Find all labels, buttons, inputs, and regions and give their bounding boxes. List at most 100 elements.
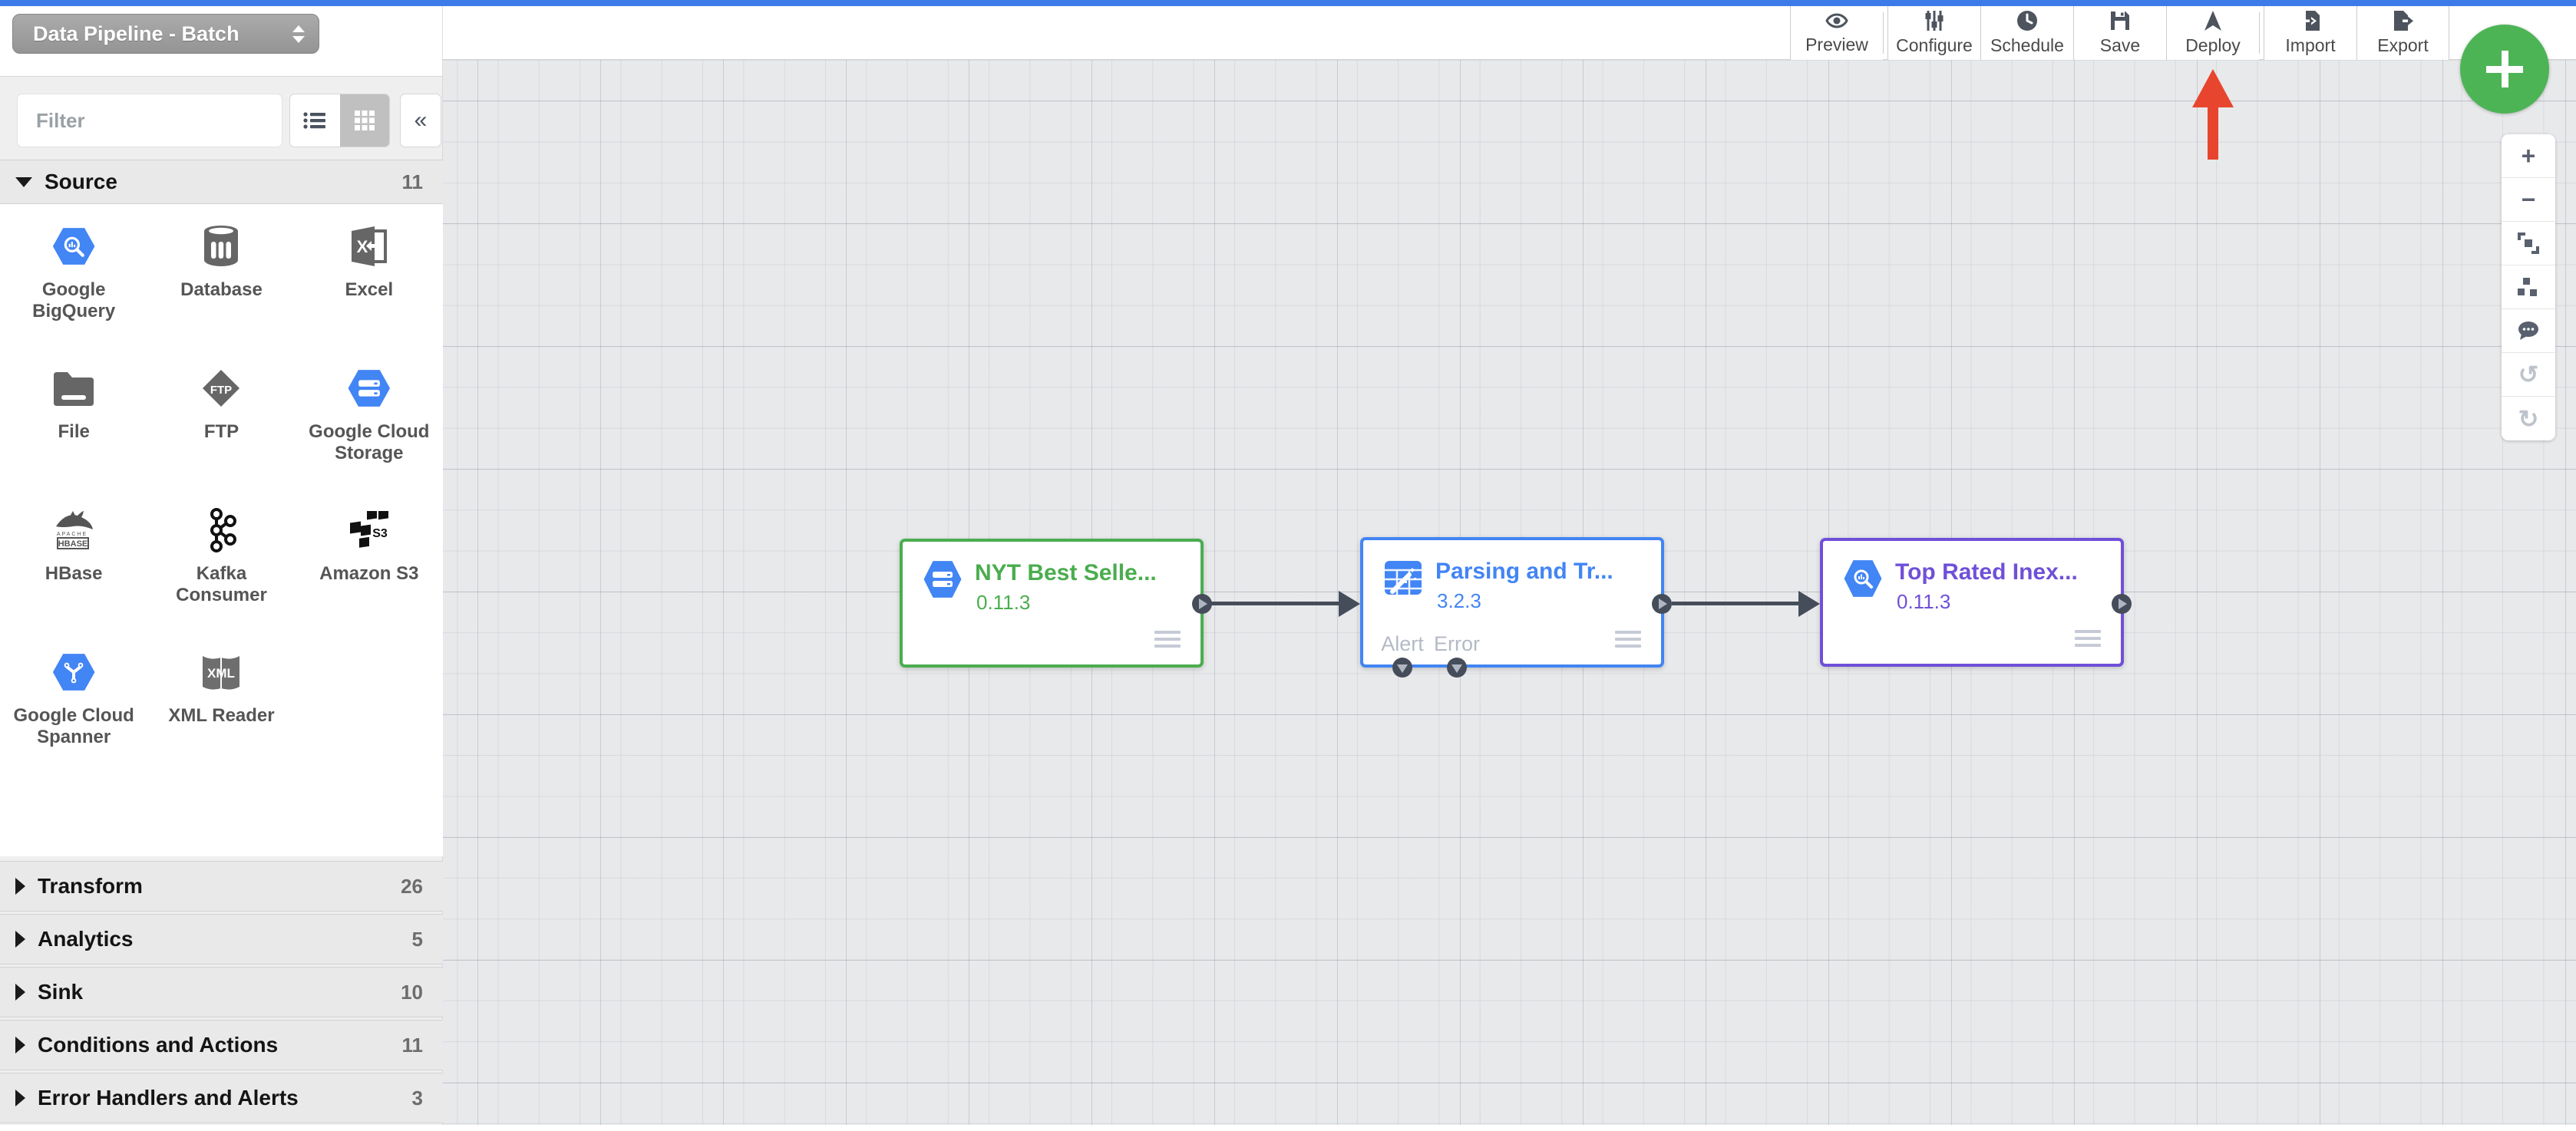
comment-button[interactable] [2502,309,2555,353]
zoom-in-button[interactable]: + [2502,134,2555,178]
svg-text:S3: S3 [372,527,388,540]
filter-input[interactable] [17,94,282,147]
align-nodes-button[interactable] [2502,265,2555,309]
cloud-spanner-icon [51,650,96,694]
pipeline-type-dropdown[interactable]: Data Pipeline - Batch [12,14,319,54]
plugin-label: Database [180,279,263,300]
section-analytics[interactable]: Analytics 5 [0,914,443,964]
triangle-right-icon [15,1037,25,1054]
svg-text:APACHE: APACHE [57,532,88,537]
configure-button[interactable]: Configure [1883,6,1980,60]
source-plugin-grid: Google BigQuery Database X [0,204,443,856]
section-label: Source [45,170,117,193]
alert-port-label: Alert [1381,632,1424,655]
plugin-google-bigquery[interactable]: Google BigQuery [0,213,147,355]
deploy-button[interactable]: Deploy [2166,6,2259,60]
xml-reader-icon: XML [199,650,243,694]
plugin-amazon-s3[interactable]: S3 Amazon S3 [296,497,443,639]
node2-output-port[interactable] [1652,594,1672,614]
section-source[interactable]: Source 11 [0,160,443,204]
section-conditions-actions[interactable]: Conditions and Actions 11 [0,1020,443,1070]
triangle-right-icon [15,984,25,1001]
view-toggle [289,94,390,147]
undo-button[interactable]: ↺ [2502,353,2555,397]
plugin-google-cloud-storage[interactable]: Google Cloud Storage [296,355,443,497]
node2-alert-port[interactable] [1392,658,1412,678]
node3-output-port[interactable] [2112,594,2132,614]
node-title: NYT Best Selle... [975,560,1157,585]
export-doc-icon [2393,11,2413,31]
schedule-label: Schedule [1990,35,2064,55]
collapse-sidebar-button[interactable]: « [400,94,441,147]
node-menu-icon[interactable] [1154,631,1181,648]
section-label: Error Handlers and Alerts [38,1086,299,1110]
comment-icon [2518,321,2538,340]
grid-view-button[interactable] [339,94,389,147]
section-error-handlers-alerts[interactable]: Error Handlers and Alerts 3 [0,1073,443,1123]
preview-button[interactable]: Preview [1790,6,1883,60]
save-label: Save [2099,35,2141,55]
section-sink[interactable]: Sink 10 [0,967,443,1017]
eye-icon [1825,13,1848,28]
connection-node1-node2[interactable] [1211,602,1340,605]
node1-output-port[interactable] [1192,594,1212,614]
canvas-zoom-toolbar: + − ↺ ↻ [2502,134,2555,440]
list-view-button[interactable] [290,94,340,147]
configure-label: Configure [1896,35,1973,55]
plugin-xml-reader[interactable]: XML XML Reader [147,639,295,781]
triangle-right-icon [15,1090,25,1106]
zoom-out-button[interactable]: − [2502,178,2555,222]
hbase-icon: APACHE HBASE [51,508,96,552]
plugin-hbase[interactable]: APACHE HBASE HBase [0,497,147,639]
save-button[interactable]: Save [2073,6,2166,60]
annotation-arrow-up [2192,69,2234,160]
triangle-down-icon [15,176,32,187]
node-menu-icon[interactable] [2075,630,2101,647]
sliders-icon [1925,11,1944,31]
plugin-excel[interactable]: X Excel [296,213,443,355]
plugin-label: XML Reader [168,705,275,726]
import-button[interactable]: Import [2259,6,2356,60]
excel-icon: X [347,224,391,269]
section-count: 3 [411,1086,423,1110]
add-plugin-button[interactable] [2460,25,2549,114]
plus-icon [2486,51,2523,87]
connection-node2-node3[interactable] [1672,602,1800,605]
plugin-google-cloud-spanner[interactable]: Google Cloud Spanner [0,639,147,781]
plugin-label: Google BigQuery [32,279,116,321]
cloud-storage-icon [347,366,391,411]
plugin-file[interactable]: File [0,355,147,497]
paper-plane-icon [2204,11,2221,31]
database-icon [199,224,243,269]
node-top-rated-sink[interactable]: Top Rated Inex... 0.11.3 [1820,538,2124,667]
section-count: 11 [401,1033,424,1057]
redo-button[interactable]: ↻ [2502,397,2555,440]
section-transform[interactable]: Transform 26 [0,861,443,912]
fit-to-screen-icon [2518,232,2539,254]
node-version: 0.11.3 [1897,590,1951,613]
deploy-label: Deploy [2185,35,2241,55]
fit-to-screen-button[interactable] [2502,222,2555,265]
schedule-button[interactable]: Schedule [1980,6,2073,60]
section-count: 11 [401,170,424,193]
node-parsing-transform[interactable]: Parsing and Tr... 3.2.3 [1360,537,1664,668]
collapsed-sections: Transform 26 Analytics 5 Sink 10 Conditi… [0,861,443,1126]
section-label: Transform [38,874,143,898]
node2-error-port[interactable] [1447,658,1467,678]
plugin-kafka-consumer[interactable]: Kafka Consumer [147,497,295,639]
kafka-icon [199,508,243,552]
svg-text:X: X [356,237,368,256]
amazon-s3-icon: S3 [347,508,391,552]
node-nyt-best-sellers[interactable]: NYT Best Selle... 0.11.3 [900,539,1204,668]
connection-arrowhead [1798,591,1820,617]
plugin-database[interactable]: Database [147,213,295,355]
plugin-ftp[interactable]: FTP FTP [147,355,295,497]
pipeline-type-panel: Data Pipeline - Batch [0,6,443,77]
cloud-storage-icon [923,559,963,599]
section-label: Conditions and Actions [38,1033,279,1057]
svg-text:XML: XML [208,666,236,681]
export-button[interactable]: Export [2356,6,2449,60]
plugin-label: Google Cloud Spanner [13,705,134,747]
plugin-label: Kafka Consumer [176,563,267,605]
node-menu-icon[interactable] [1615,631,1641,648]
